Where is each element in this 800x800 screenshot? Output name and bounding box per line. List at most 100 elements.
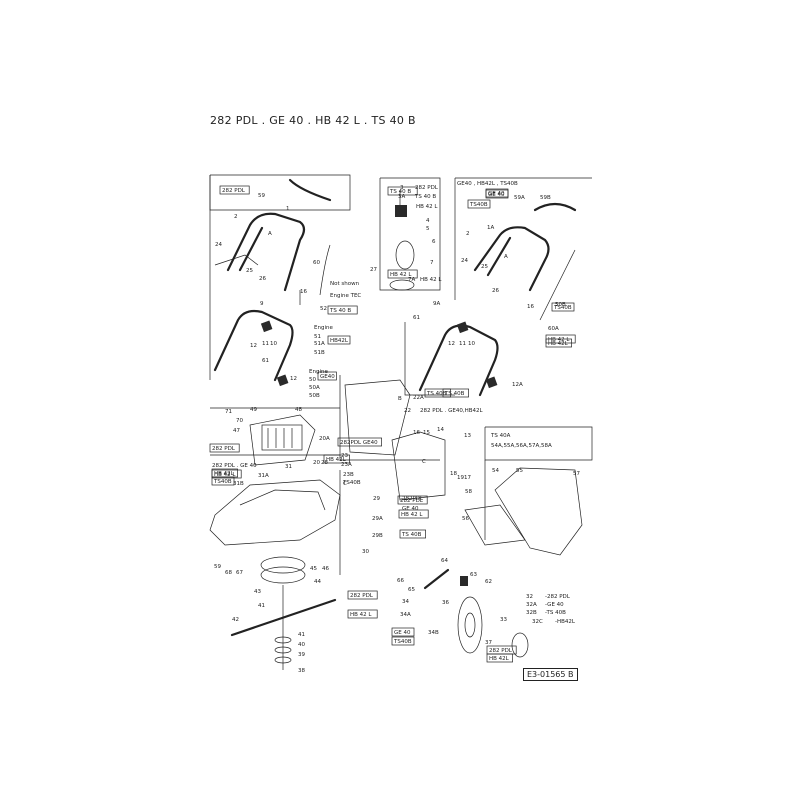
handle-assembly-right [418,202,577,397]
part-label: 44 [314,579,321,585]
part-label: 50B [309,393,320,399]
part-label: 60 [313,260,320,266]
part-label: GE 40 [402,506,419,512]
part-label: 5 [426,226,430,232]
part-label: 10 [468,341,475,347]
part-label: 64 [441,558,448,564]
model-box [347,590,378,600]
part-label: 9 [260,301,264,307]
part-label: 61 [262,358,269,364]
part-label: -TS 40B [545,610,566,616]
model-box [209,443,240,453]
part-label: 3 [400,185,404,191]
model-box [397,495,428,505]
model-box [337,437,382,447]
part-label: 24 [461,258,468,264]
model-box [485,189,509,199]
part-label: Not shown [330,281,360,287]
model-box [211,469,242,479]
model-box-label: 282 PDL [400,498,424,504]
part-label: TS40B [342,480,361,486]
part-label: 4 [426,218,430,224]
model-box-label: HB 42 L [214,472,236,478]
part-label: 16 [300,289,307,295]
part-label: 282 PDL [415,185,439,191]
model-box-label: HB 42 L [350,612,372,618]
part-label: 1 [286,206,290,212]
part-label: 59A [514,195,525,201]
part-label: -HB42L [555,619,576,625]
part-label: 59B [540,195,551,201]
part-label: 23 [341,453,348,459]
part-label: 16 [413,430,420,436]
part-label: 54 [492,468,499,474]
model-box-label: 282 PDL [489,648,513,654]
model-box-label: TS 40B [444,391,465,397]
part-label: C [343,481,347,487]
part-label: 25 [481,264,488,270]
part-label: A [268,231,272,237]
part-label: 62 [485,579,492,585]
part-label: 12 [290,376,297,382]
part-label: 65 [408,587,415,593]
part-label: 282PDL [402,496,424,502]
part-label: 9A [433,301,440,307]
part-label: 32 [526,594,533,600]
part-label: 32C [532,619,543,625]
model-box [323,454,350,464]
part-label: 29A [372,516,383,522]
model-box-label: GE 40 [394,630,411,636]
part-label: 34 [402,599,409,605]
model-box [391,627,415,637]
part-label: 40 [298,642,305,648]
model-box-label: 282 PDL [350,593,374,599]
part-label: 16 [527,304,534,310]
model-box [391,636,415,646]
part-label: 43 [254,589,261,595]
model-box-label: TS 40B [426,391,447,397]
part-label: 23B [343,472,354,478]
part-label: 31B [233,481,244,487]
part-label: 56 [462,516,469,522]
part-label: 6 [432,239,436,245]
part-label: 52 [320,306,327,312]
model-box-label: 282 PDL [222,188,246,194]
part-label: 25 [246,268,253,274]
part-label: 26 [259,276,266,282]
handle-assembly-left [213,178,332,387]
model-box-label: TS40B [213,479,232,485]
mower-deck [209,479,341,546]
part-label: 14 [437,427,444,433]
part-label: 55 [516,468,523,474]
part-label: 18 [450,471,457,477]
part-label: GE40 , HB42L , TS40B [457,181,518,187]
part-label: 38 [298,668,305,674]
cable-assembly [389,190,415,291]
part-label: 70 [236,418,243,424]
part-label: 24 [215,242,222,248]
part-label: 7A [408,277,415,283]
part-label: 36 [442,600,449,606]
model-box-label: TS 40B [401,532,422,538]
model-box-label: TS40B [469,202,488,208]
model-box-label: TS40B [393,639,412,645]
part-label: A [504,254,508,260]
section-frames [209,174,593,575]
part-label: Engine TEC [330,293,361,299]
model-box [317,371,337,381]
model-box [551,302,575,312]
model-box [442,388,469,398]
model-box-label: HB 42L [489,656,510,662]
part-label: 51A [314,341,325,347]
part-label: 45 [310,566,317,572]
part-label: 68 [225,570,232,576]
part-label: 20A [319,436,330,442]
part-label: 58 [465,489,472,495]
model-box [545,338,572,348]
part-label: 57 [573,471,580,477]
part-label: 67 [236,570,243,576]
model-box-label: 282 PDL [212,446,236,452]
model-box-label: HB 42L [326,457,347,463]
